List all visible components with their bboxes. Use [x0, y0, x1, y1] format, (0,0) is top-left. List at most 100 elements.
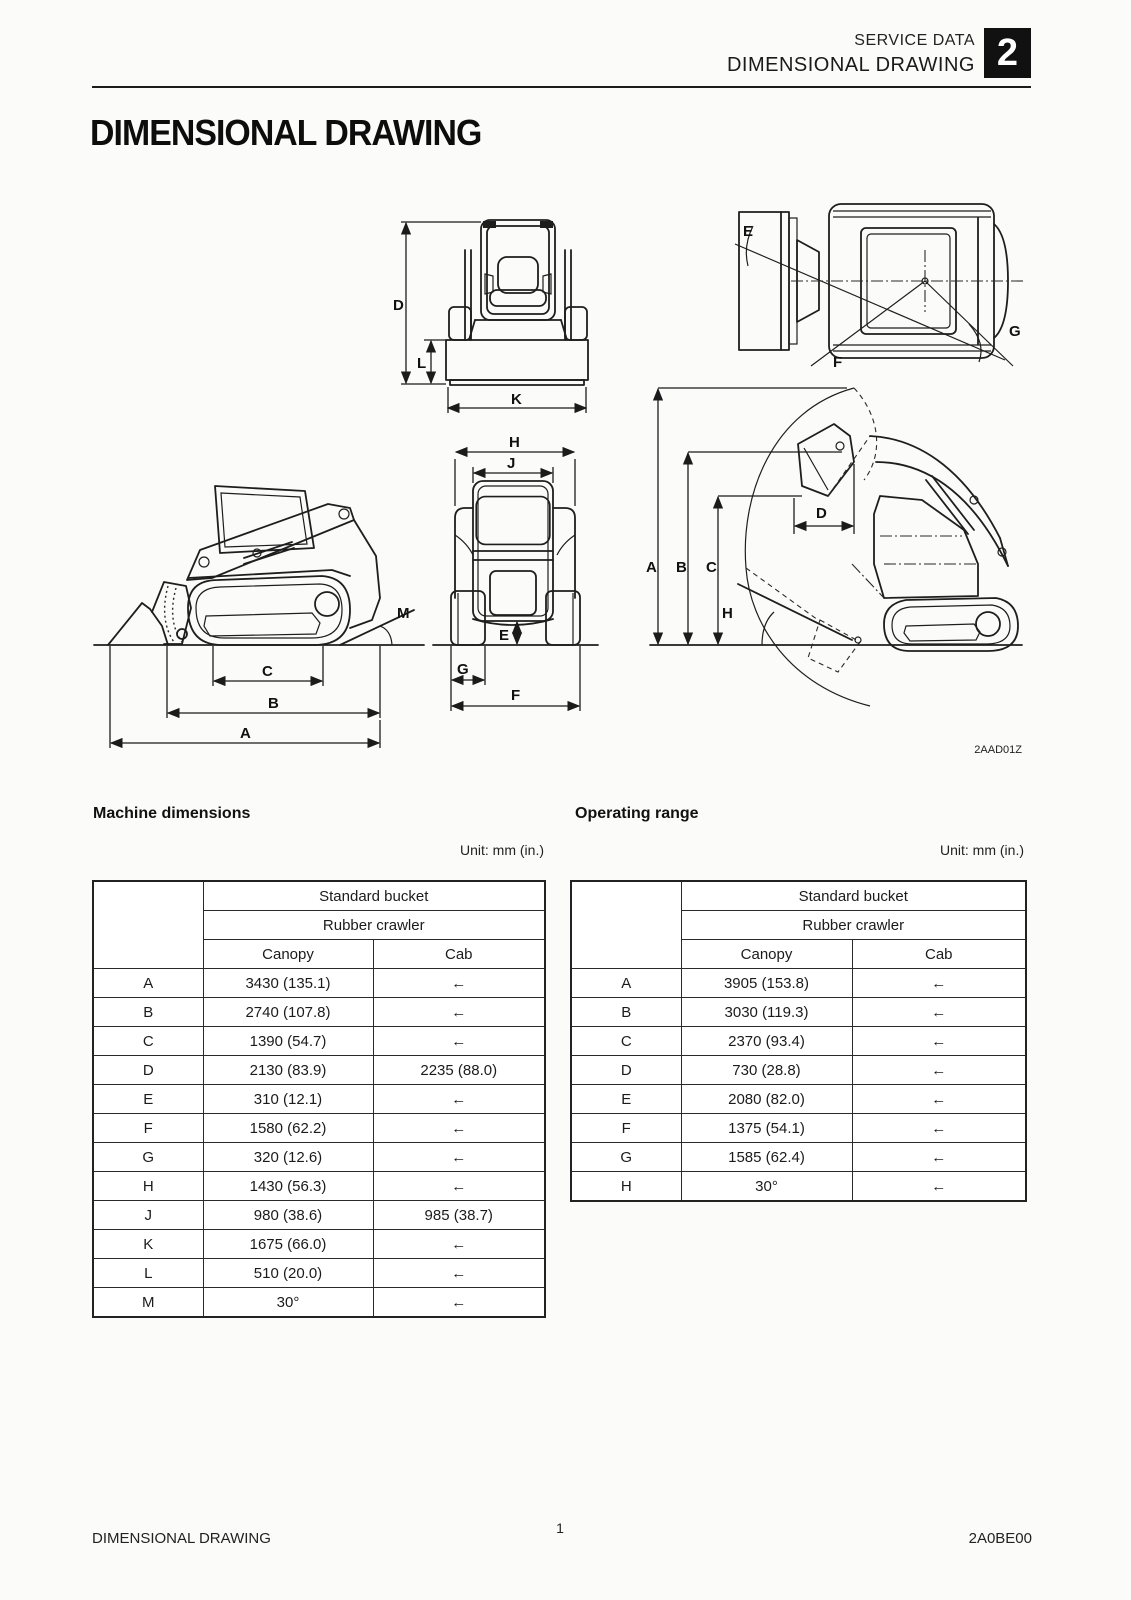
top-view-drawing: E F G	[734, 203, 1023, 371]
cab-value-cell: ←	[851, 1113, 1027, 1143]
row-key-cell: D	[92, 1055, 204, 1085]
cab-value-cell: ←	[851, 968, 1027, 998]
canopy-value-cell: 30°	[202, 1287, 374, 1318]
canopy-value-cell: 1375 (54.1)	[680, 1113, 853, 1143]
footer-section-title: DIMENSIONAL DRAWING	[92, 1530, 271, 1547]
row-key-cell: C	[92, 1026, 204, 1056]
cab-value-cell: ←	[372, 1113, 546, 1143]
cab-value-cell: ←	[851, 1142, 1027, 1172]
footer-page-number: 1	[556, 1520, 564, 1536]
canopy-value-cell: 2080 (82.0)	[680, 1084, 853, 1114]
row-key-cell: D	[570, 1055, 682, 1085]
cab-value-cell: ←	[372, 1258, 546, 1288]
col-header-cab: Cab	[372, 939, 546, 969]
row-key-cell: F	[570, 1113, 682, 1143]
cab-value-cell: ←	[851, 1171, 1027, 1202]
machine-dimensions-table: Standard bucket Rubber crawler Canopy Ca…	[92, 880, 546, 1318]
machine-dimensions-unit: Unit: mm (in.)	[460, 842, 544, 858]
canopy-value-cell: 730 (28.8)	[680, 1055, 853, 1085]
row-key-cell: J	[92, 1200, 204, 1230]
side-view-drawing: M C B A	[93, 485, 425, 749]
row-key-cell: B	[92, 997, 204, 1027]
dim-label-c: C	[706, 559, 717, 576]
row-key-cell: A	[570, 968, 682, 998]
corner-cell	[92, 880, 204, 969]
canopy-value-cell: 2740 (107.8)	[202, 997, 374, 1027]
dim-label-l: L	[417, 355, 426, 372]
dim-label-a: A	[240, 725, 251, 742]
canopy-value-cell: 2370 (93.4)	[680, 1026, 853, 1056]
subgroup-header-cell: Rubber crawler	[680, 910, 1027, 940]
cab-value-cell: ←	[851, 997, 1027, 1027]
cab-value-cell: ←	[851, 1055, 1027, 1085]
dim-label-d: D	[816, 505, 827, 522]
dim-label-j: J	[507, 455, 515, 472]
subgroup-header-cell: Rubber crawler	[202, 910, 546, 940]
header-service-data: SERVICE DATA	[854, 32, 975, 49]
chapter-number-badge: 2	[984, 28, 1031, 78]
front-view-drawing: D L K	[393, 219, 589, 414]
figure-code: 2AAD01Z	[974, 744, 1022, 756]
page-title: DIMENSIONAL DRAWING	[90, 112, 482, 153]
machine-dimensions-heading: Machine dimensions	[93, 805, 251, 822]
row-key-cell: E	[92, 1084, 204, 1114]
cab-value-cell: 2235 (88.0)	[372, 1055, 546, 1085]
row-key-cell: G	[92, 1142, 204, 1172]
col-header-canopy: Canopy	[680, 939, 853, 969]
header-section-title: DIMENSIONAL DRAWING	[726, 54, 975, 76]
canopy-value-cell: 3905 (153.8)	[680, 968, 853, 998]
row-key-cell: E	[570, 1084, 682, 1114]
rear-view-drawing: H J E G F	[432, 434, 599, 712]
canopy-value-cell: 1580 (62.2)	[202, 1113, 374, 1143]
dim-label-e: E	[743, 223, 753, 240]
row-key-cell: A	[92, 968, 204, 998]
row-key-cell: L	[92, 1258, 204, 1288]
row-key-cell: H	[92, 1171, 204, 1201]
cab-value-cell: ←	[851, 1084, 1027, 1114]
canopy-value-cell: 320 (12.6)	[202, 1142, 374, 1172]
dim-label-b: B	[268, 695, 279, 712]
corner-cell	[570, 880, 682, 969]
dim-label-h: H	[722, 605, 733, 622]
cab-value-cell: ←	[372, 1171, 546, 1201]
dim-label-f: F	[511, 687, 520, 704]
cab-value-cell: ←	[372, 1142, 546, 1172]
canopy-value-cell: 1430 (56.3)	[202, 1171, 374, 1201]
dim-label-h: H	[509, 434, 520, 451]
cab-value-cell: ←	[372, 997, 546, 1027]
dim-label-a: A	[646, 559, 657, 576]
row-key-cell: B	[570, 997, 682, 1027]
dim-label-e: E	[499, 627, 509, 644]
row-key-cell: M	[92, 1287, 204, 1318]
row-key-cell: F	[92, 1113, 204, 1143]
dim-label-c: C	[262, 663, 273, 680]
cab-value-cell: 985 (38.7)	[372, 1200, 546, 1230]
canopy-value-cell: 510 (20.0)	[202, 1258, 374, 1288]
header-rule	[92, 86, 1031, 88]
group-header-cell: Standard bucket	[202, 880, 546, 911]
canopy-value-cell: 310 (12.1)	[202, 1084, 374, 1114]
cab-value-cell: ←	[372, 1026, 546, 1056]
canopy-value-cell: 1585 (62.4)	[680, 1142, 853, 1172]
cab-value-cell: ←	[372, 968, 546, 998]
dim-label-f: F	[833, 354, 842, 371]
row-key-cell: C	[570, 1026, 682, 1056]
dim-label-d: D	[393, 297, 404, 314]
